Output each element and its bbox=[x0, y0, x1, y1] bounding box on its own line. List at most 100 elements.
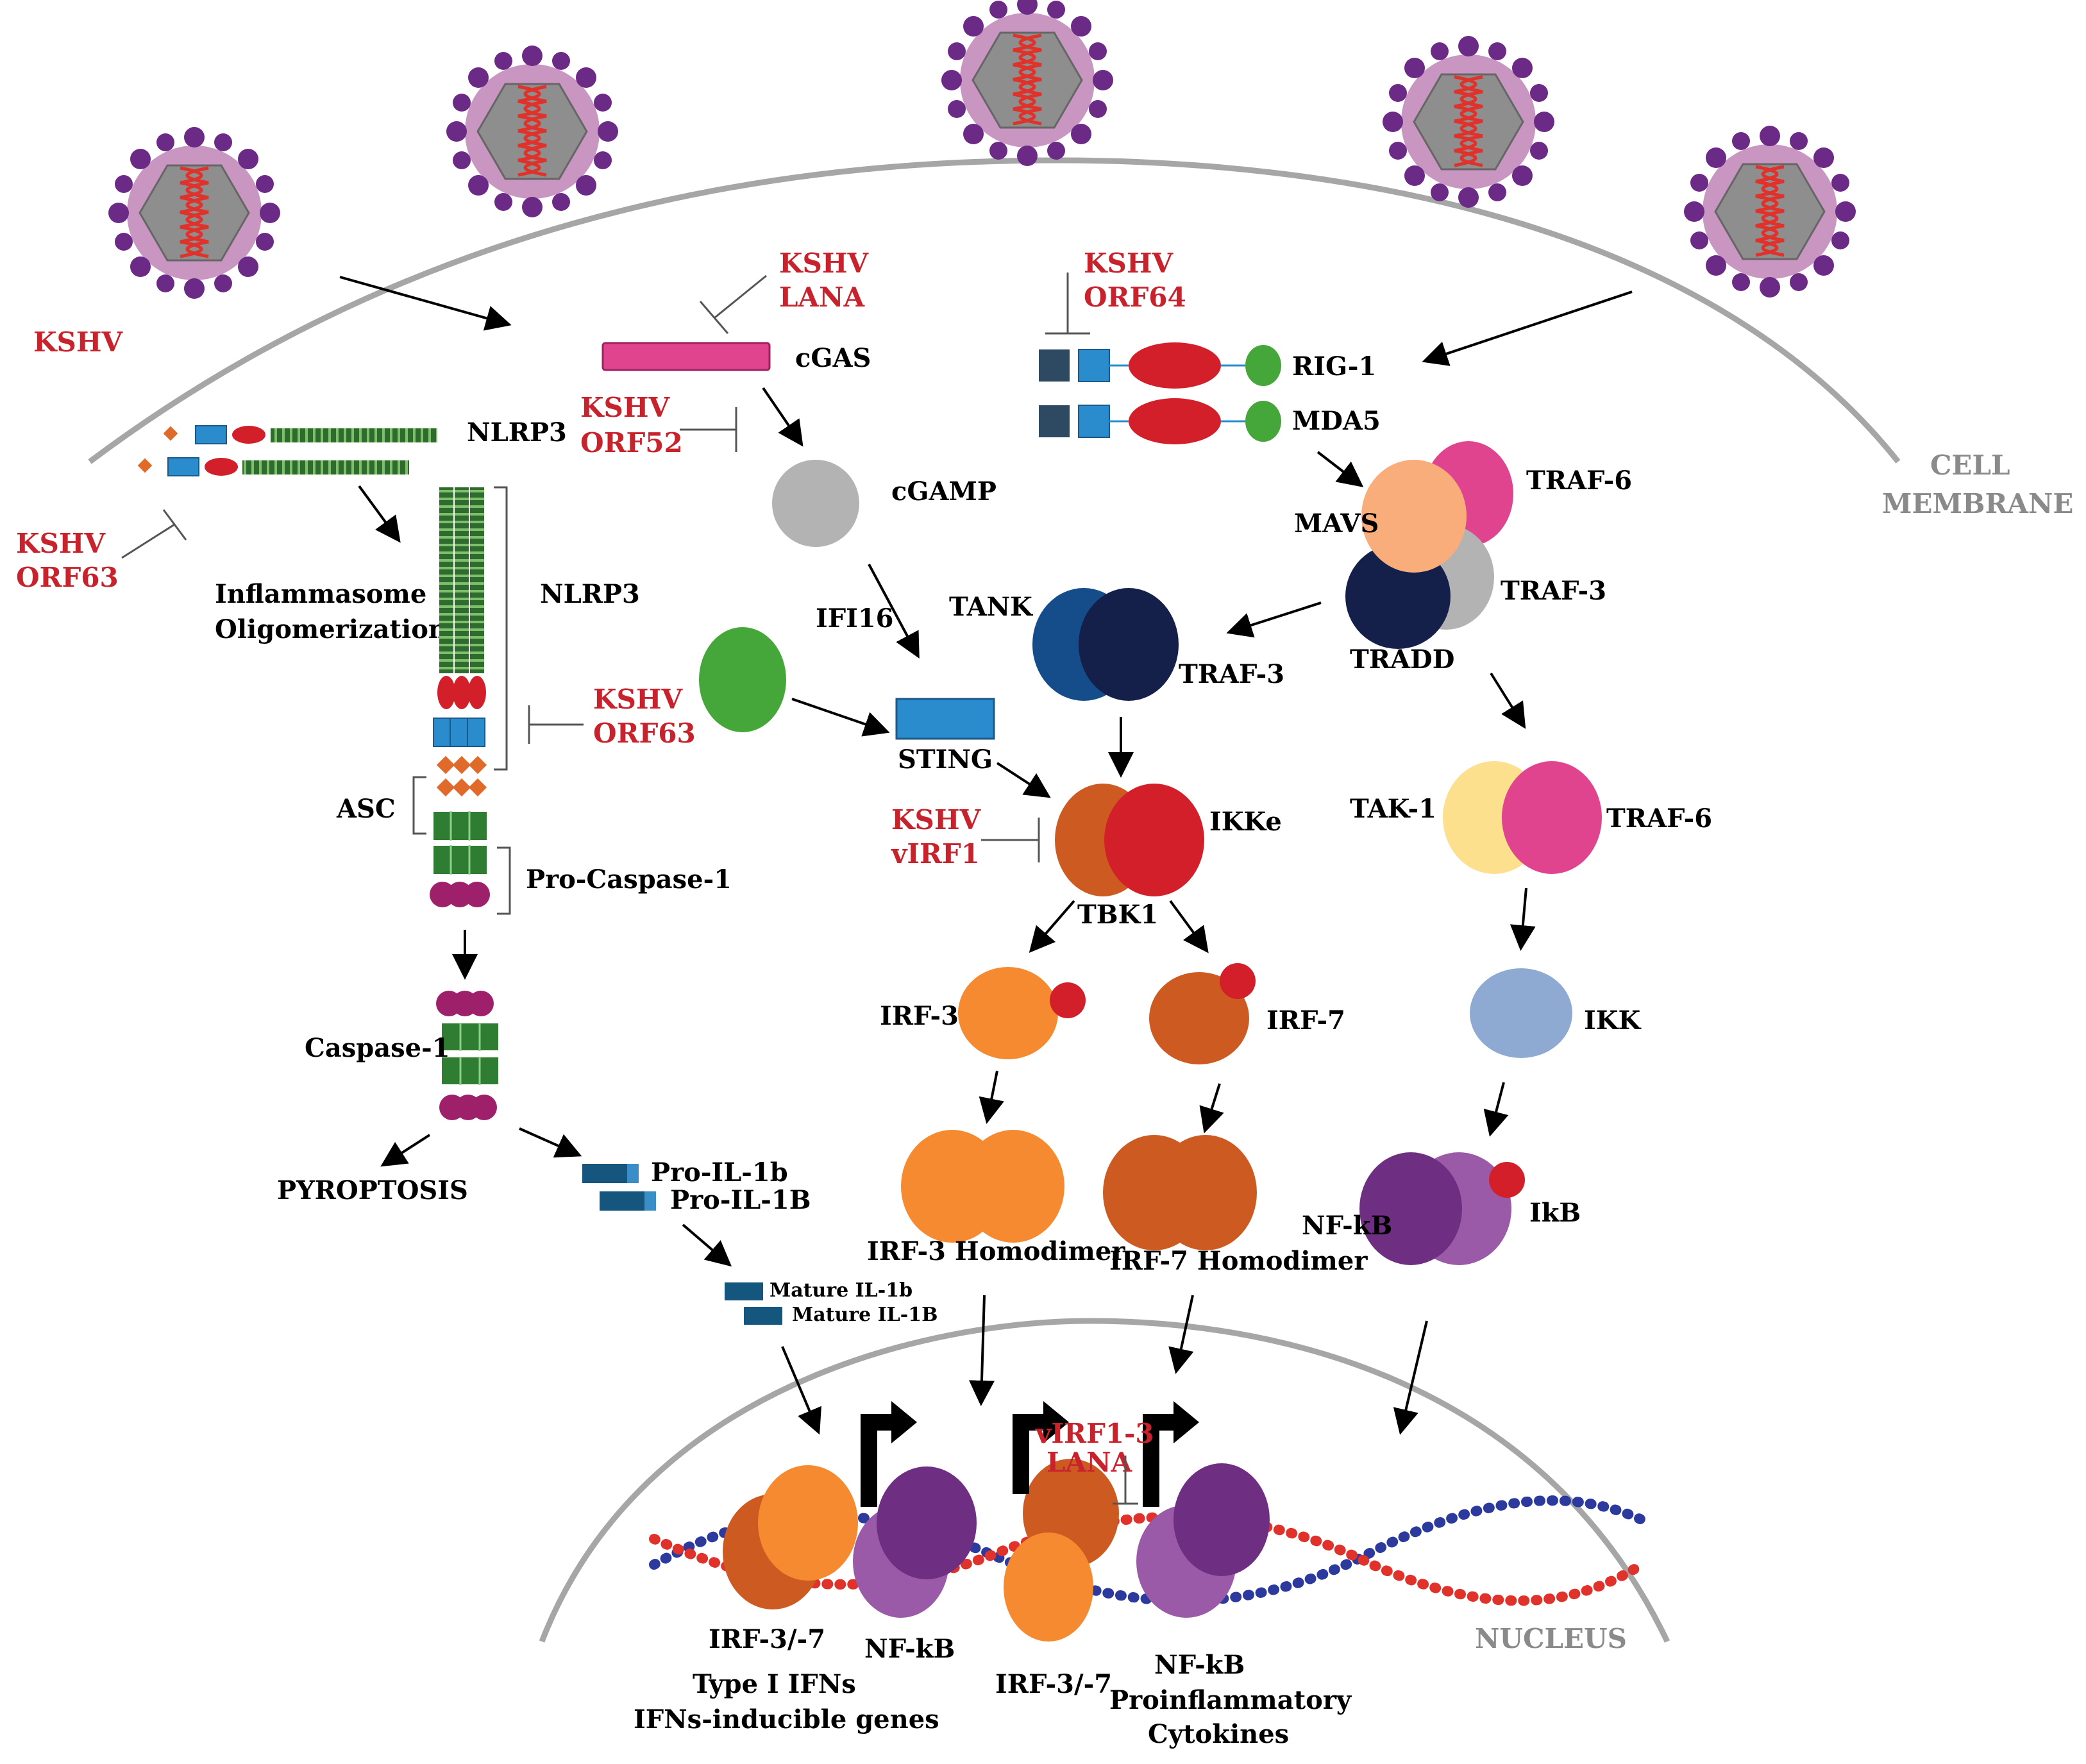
proinflam-label: Proinflammatory bbox=[1109, 1685, 1352, 1715]
caspase1-label: Caspase-1 bbox=[305, 1033, 450, 1063]
mature-il1B-label: Mature IL-1B bbox=[792, 1304, 938, 1326]
irf37-right-label: IRF-3/-7 bbox=[995, 1669, 1112, 1699]
cell-membrane-label-2: MEMBRANE bbox=[1882, 488, 2073, 519]
virf1-label-1: KSHV bbox=[891, 804, 982, 836]
mature-il1B-block bbox=[744, 1307, 782, 1325]
ifi16-label: IFI16 bbox=[816, 603, 893, 634]
cytokines-label: Cytokines bbox=[1148, 1719, 1289, 1749]
tbk1-irf3-arrow bbox=[1029, 900, 1075, 953]
irf3-7-left bbox=[723, 1465, 858, 1609]
irf3-protein bbox=[958, 967, 1086, 1059]
nfkb-left bbox=[853, 1466, 977, 1618]
rig1-receptor bbox=[1039, 342, 1281, 389]
lana-label-2: LANA bbox=[779, 281, 866, 313]
inflammasome-label-2: Oligomerization bbox=[215, 614, 447, 644]
pro-il1b-label: Pro-IL-1b bbox=[651, 1157, 788, 1188]
orf63a-inhibition bbox=[121, 523, 175, 559]
ikk-label: IKK bbox=[1584, 1005, 1641, 1036]
orf52-label-2: ORF52 bbox=[580, 427, 683, 458]
cell-membrane bbox=[88, 157, 1901, 464]
rig1-label: RIG-1 bbox=[1292, 351, 1376, 382]
kshv-virion-5 bbox=[1684, 126, 1856, 298]
irf3-label: IRF-3 bbox=[880, 1001, 959, 1031]
tak1-ikk-arrow bbox=[1510, 887, 1536, 951]
irf7-homodimer bbox=[1103, 1135, 1257, 1250]
nfkb-left-label: NF-kB bbox=[864, 1634, 955, 1664]
tank-label: TANK bbox=[949, 592, 1033, 622]
orf64-label-2: ORF64 bbox=[1084, 281, 1186, 313]
irf3-nucleus-arrow bbox=[968, 1295, 995, 1406]
orf52-label-1: KSHV bbox=[580, 392, 671, 423]
virf13-label-2: LANA bbox=[1047, 1447, 1133, 1478]
tbk1-ikke-complex bbox=[1055, 784, 1204, 896]
asc-bracket bbox=[412, 776, 426, 835]
irf7-dimer-arrow bbox=[1199, 1083, 1224, 1134]
nlrp3-top-label: NLRP3 bbox=[467, 417, 567, 448]
ifns-inducible-label: IFNs-inducible genes bbox=[634, 1704, 939, 1735]
tradd-label: TRADD bbox=[1350, 644, 1454, 675]
pyroptosis-arrow bbox=[380, 1134, 431, 1167]
orf63a-label-2: ORF63 bbox=[16, 562, 119, 593]
inflammasome-label-1: Inflammasome bbox=[215, 579, 426, 609]
kshv-virion-1 bbox=[108, 127, 280, 299]
nfkb-right bbox=[1136, 1463, 1270, 1618]
traf6-top-label: TRAF-6 bbox=[1526, 466, 1632, 496]
sting-label: STING bbox=[898, 744, 993, 775]
kshv-label: KSHV bbox=[33, 326, 124, 358]
ikk-nfkb-arrow bbox=[1483, 1082, 1509, 1137]
nucleus-label: NUCLEUS bbox=[1475, 1623, 1627, 1654]
tak1-label: TAK-1 bbox=[1350, 794, 1436, 824]
pro-caspase-label: Pro-Caspase-1 bbox=[526, 864, 732, 895]
cgamp-label: cGAMP bbox=[891, 476, 997, 507]
kshv-virion-2 bbox=[446, 46, 618, 217]
orf63a-label-1: KSHV bbox=[16, 528, 106, 559]
mda5-mavs-arrow bbox=[1316, 451, 1364, 487]
nfkb-ikb-complex bbox=[1359, 1152, 1525, 1265]
tank-traf3-complex bbox=[1032, 588, 1179, 701]
ikb-label: IkB bbox=[1529, 1198, 1581, 1228]
pyroptosis-label: PYROPTOSIS bbox=[277, 1175, 468, 1205]
mavs-label: MAVS bbox=[1294, 508, 1379, 539]
tak1-traf6-complex bbox=[1443, 761, 1602, 874]
orf63b-label-2: ORF63 bbox=[593, 718, 696, 749]
pro-il1b-block bbox=[582, 1164, 656, 1211]
pro-caspase-1 bbox=[430, 811, 490, 907]
traf6-mid-label: TRAF-6 bbox=[1606, 803, 1712, 834]
mavs-traf3-arrow bbox=[1226, 601, 1322, 638]
mavs-signaling-complex bbox=[1345, 441, 1513, 649]
nfkb-nucleus-arrow bbox=[1393, 1320, 1428, 1435]
cgamp-molecule bbox=[772, 460, 859, 547]
orf64-label-1: KSHV bbox=[1084, 248, 1174, 279]
il1b-arrow bbox=[519, 1127, 582, 1158]
irf7-nucleus-arrow bbox=[1168, 1295, 1194, 1374]
irf7-protein bbox=[1149, 963, 1256, 1064]
traf3-right-label: TRAF-3 bbox=[1501, 576, 1606, 606]
mature-il1b-label: Mature IL-1b bbox=[770, 1279, 913, 1302]
nlrp3-bracket bbox=[494, 486, 508, 771]
transcription-arrow-3 bbox=[1143, 1401, 1199, 1507]
traf3-mid-label: TRAF-3 bbox=[1179, 659, 1284, 689]
nuclear-membrane bbox=[539, 1318, 1670, 1643]
cell-membrane-label: CELL bbox=[1930, 449, 2010, 481]
transcription-arrow-1 bbox=[861, 1401, 917, 1507]
cgamp-sting-arrow bbox=[868, 564, 920, 659]
orf63b-label-1: KSHV bbox=[593, 684, 684, 715]
cgas-label: cGAS bbox=[795, 343, 871, 373]
irf3-dimer-arrow bbox=[979, 1070, 1004, 1124]
nfkb-cyto-label: NF-kB bbox=[1302, 1211, 1392, 1241]
il1b-nucleus-arrow bbox=[781, 1346, 821, 1435]
nlrp3-oligo-label: NLRP3 bbox=[540, 579, 640, 609]
irf3-7-right bbox=[1004, 1459, 1119, 1642]
virf1-label-2: vIRF1 bbox=[891, 838, 980, 869]
lana-label-1: KSHV bbox=[779, 248, 870, 279]
asc-label: ASC bbox=[336, 794, 396, 824]
pro-il1B-label: Pro-IL-1B bbox=[670, 1185, 811, 1215]
irf3-homodimer-label: IRF-3 Homodimer bbox=[867, 1236, 1125, 1266]
nlrp3-oligomer bbox=[433, 487, 486, 747]
ifi16-sting-arrow bbox=[791, 698, 890, 737]
irf3-homodimer bbox=[901, 1130, 1064, 1243]
mda5-receptor bbox=[1039, 398, 1281, 444]
pro-caspase-bracket bbox=[497, 846, 511, 915]
nlrp3-oligo-arrow bbox=[358, 485, 401, 543]
